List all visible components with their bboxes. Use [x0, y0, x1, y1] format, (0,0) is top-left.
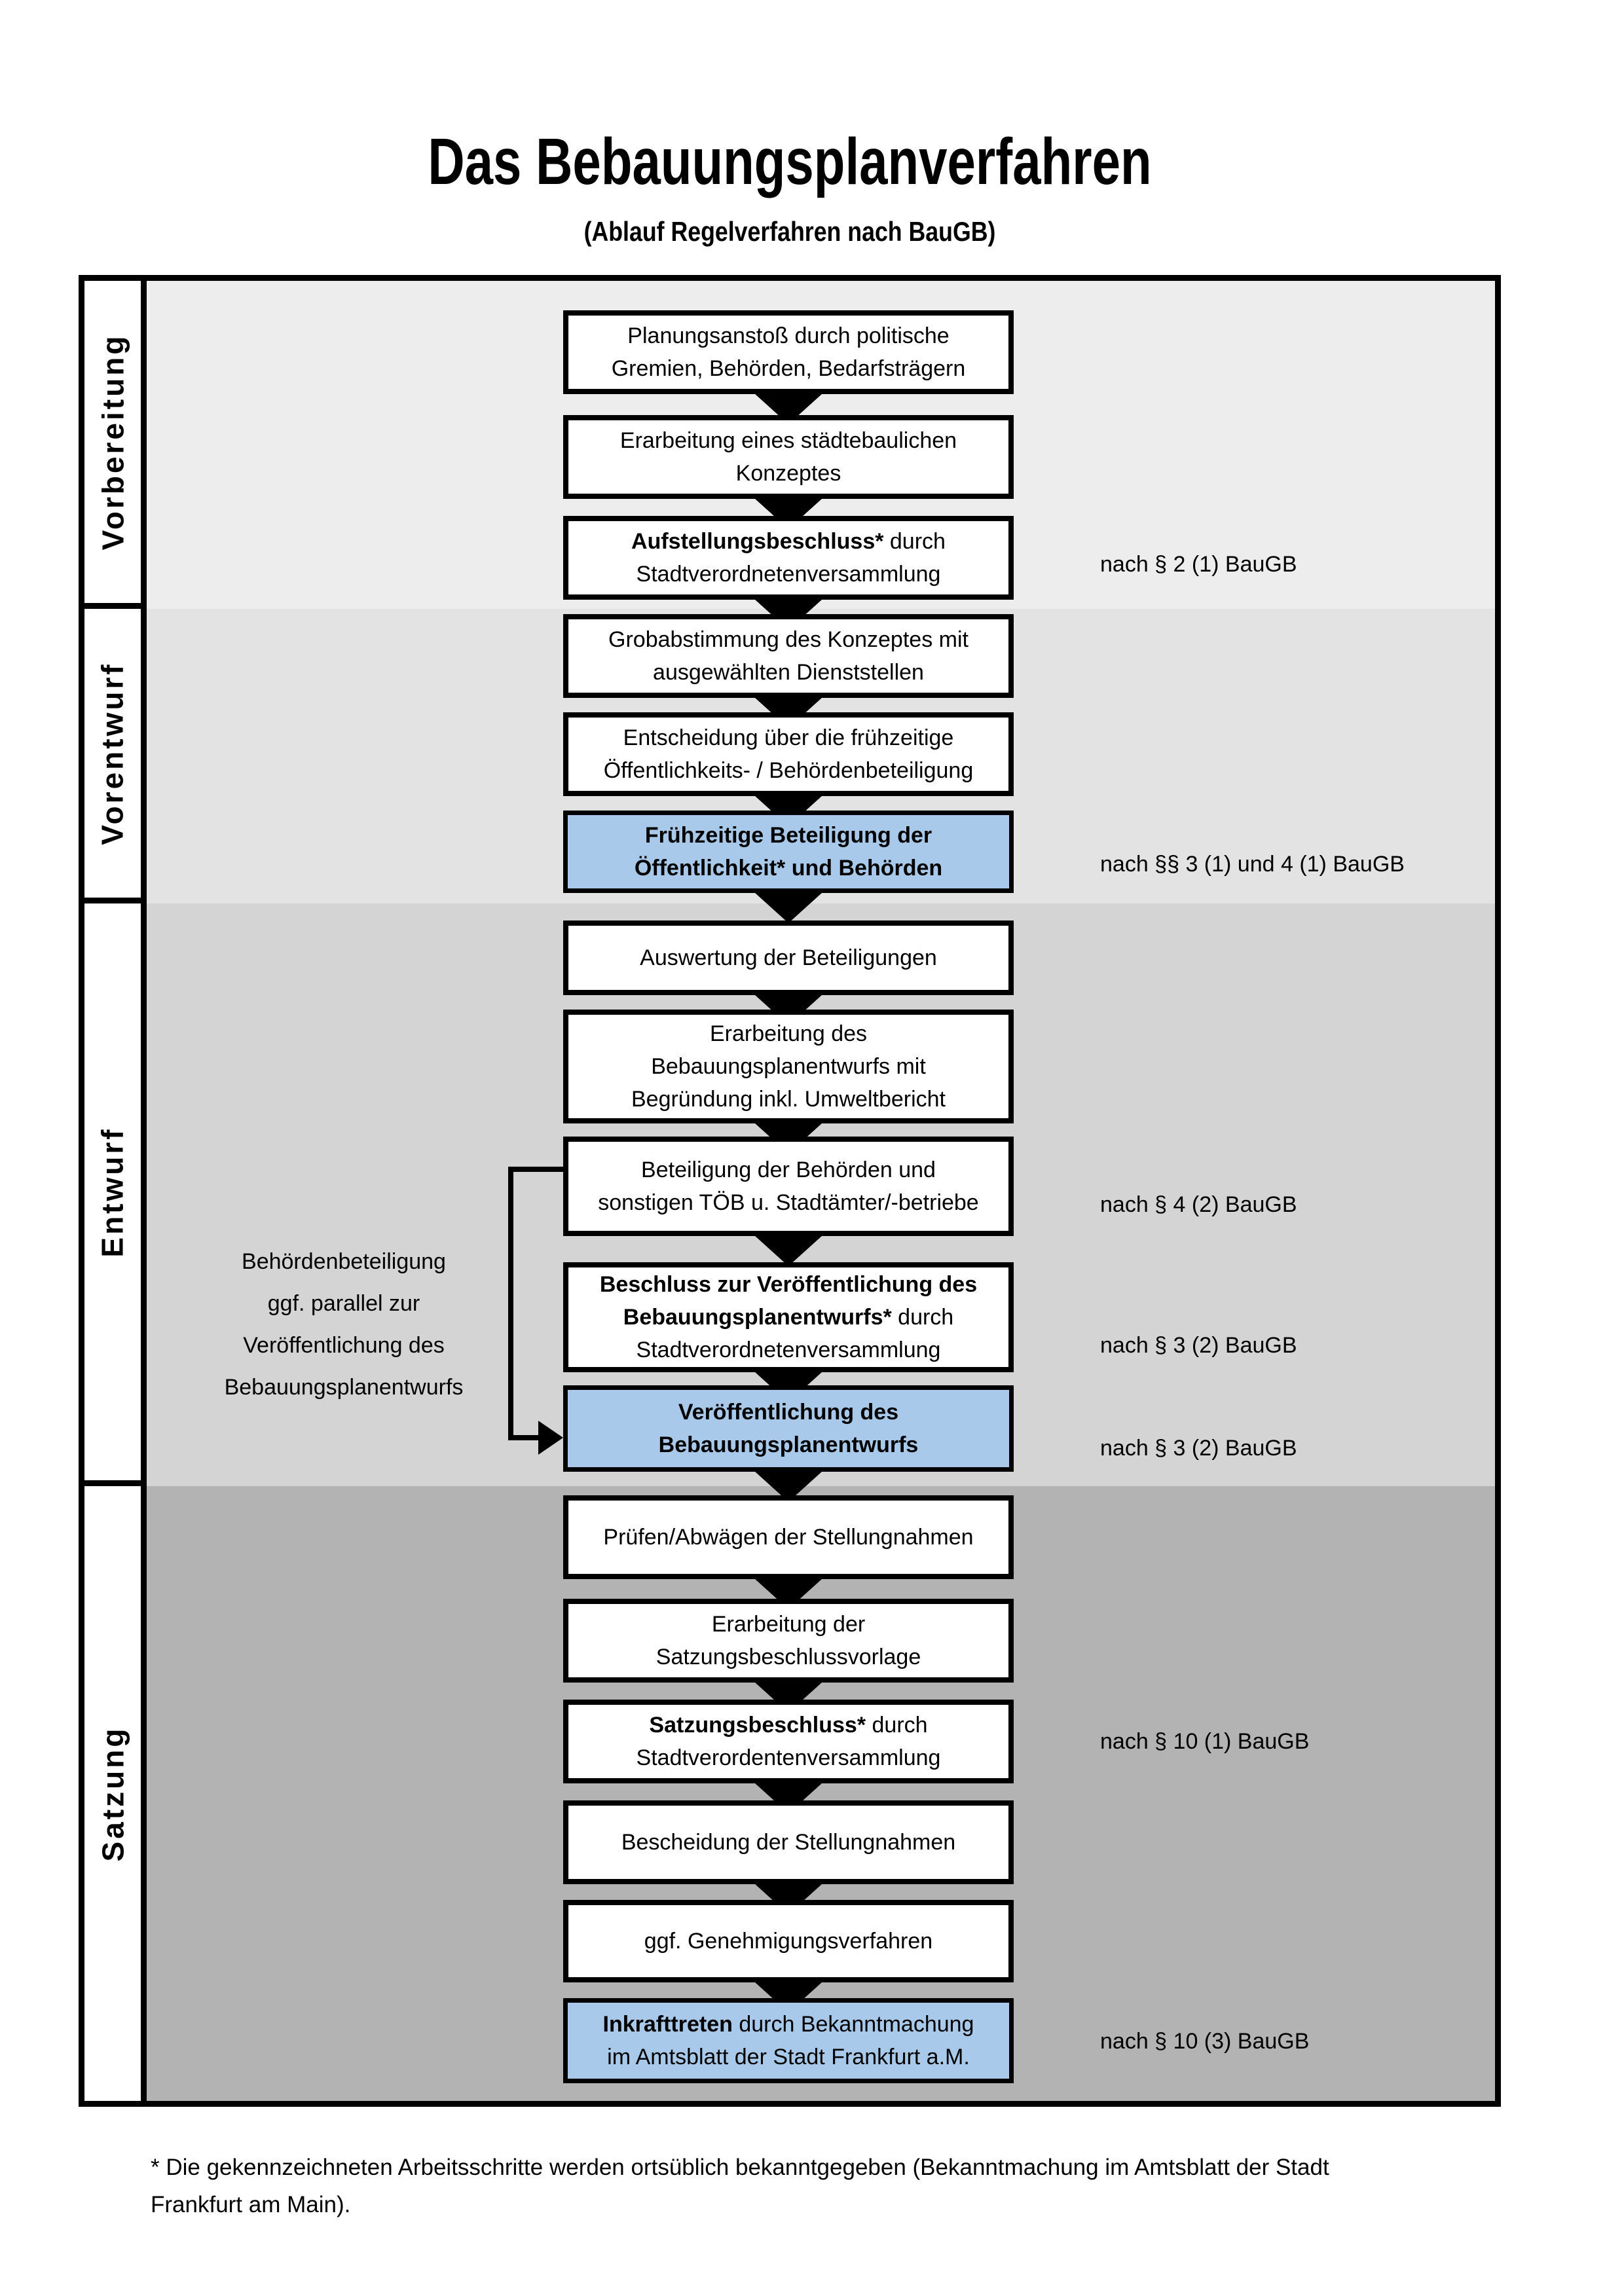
footnote-line: Frankfurt am Main).: [151, 2192, 351, 2217]
legal-annotation: nach § 10 (1) BauGB: [1100, 1729, 1310, 1754]
connector-horizontal-bottom: [508, 1435, 541, 1440]
step-line: Aufstellungsbeschluss* durch: [631, 529, 946, 554]
side-note-line: Veröffentlichung des: [243, 1333, 445, 1358]
step-line: Beschluss zur Veröffentlichung des: [599, 1272, 978, 1297]
step-line: Planungsanstoß durch politische: [627, 323, 950, 348]
step-line: Grobabstimmung des Konzeptes mit: [608, 627, 969, 652]
page-title: Das Bebauungsplanverfahren: [428, 125, 1152, 198]
side-note-line: ggf. parallel zur: [267, 1291, 420, 1316]
side-note-line: Bebauungsplanentwurfs: [224, 1375, 464, 1400]
step-line: Entscheidung über die frühzeitige: [623, 725, 954, 750]
step-line: Auswertung der Beteiligungen: [640, 945, 937, 970]
phase-label-text: Satzung: [96, 1726, 130, 1861]
step-line: sonstigen TÖB u. Stadtämter/-betriebe: [598, 1190, 979, 1215]
step-line: Stadtverordnetenversammlung: [636, 1338, 941, 1362]
step-line: Öffentlichkeit* und Behörden: [634, 856, 943, 881]
phase-label-text: Vorentwurf: [96, 661, 130, 845]
footnote-line: * Die gekennzeichneten Arbeitsschritte w…: [151, 2155, 1329, 2180]
step-line: Erarbeitung eines städtebaulichen: [619, 428, 957, 453]
step-line: im Amtsblatt der Stadt Frankfurt a.M.: [607, 2045, 970, 2069]
legal-annotation: nach § 10 (3) BauGB: [1100, 2029, 1310, 2054]
step-line: Satzungsbeschlussvorlage: [655, 1645, 921, 1669]
step-line: ausgewählten Dienststellen: [653, 660, 924, 685]
step-line: Stadtverordentenversammlung: [636, 1745, 941, 1770]
phase-label-entwurf: Entwurf: [79, 898, 147, 1486]
process-step: Grobabstimmung des Konzeptes mit ausgewäh…: [563, 614, 1014, 698]
right-arrow-icon: [538, 1421, 563, 1455]
step-line: Gremien, Behörden, Bedarfsträgern: [611, 356, 966, 381]
legal-annotation: nach § 3 (2) BauGB: [1100, 1436, 1297, 1461]
footnote: * Die gekennzeichneten Arbeitsschritte w…: [151, 2149, 1539, 2223]
step-line: Stadtverordnetenversammlung: [636, 562, 941, 587]
step-line: Konzeptes: [735, 461, 841, 486]
connector-vertical: [508, 1167, 513, 1440]
legal-annotation: nach § 3 (2) BauGB: [1100, 1333, 1297, 1358]
step-line: Erarbeitung des: [709, 1021, 868, 1046]
process-step: Prüfen/Abwägen der Stellungnahmen: [563, 1495, 1014, 1579]
legal-annotation: nach § 4 (2) BauGB: [1100, 1192, 1297, 1217]
phase-label-text: Entwurf: [96, 1126, 130, 1258]
step-line: Prüfen/Abwägen der Stellungnahmen: [603, 1525, 974, 1550]
step-line: Erarbeitung der: [711, 1612, 866, 1637]
process-step: Bescheidung der Stellungnahmen: [563, 1800, 1014, 1884]
side-note-line: Behördenbeteiligung: [242, 1249, 446, 1274]
process-step: Auswertung der Beteiligungen: [563, 920, 1014, 995]
step-line: Veröffentlichung des: [678, 1400, 899, 1425]
step-line: Bebauungsplanentwurfs mit: [651, 1054, 926, 1079]
step-line: Inkrafttreten durch Bekanntmachung: [602, 2012, 974, 2037]
step-line: ggf. Genehmigungsverfahren: [644, 1929, 933, 1954]
process-step: ggf. Genehmigungsverfahren: [563, 1900, 1014, 1982]
legal-annotation: nach §§ 3 (1) und 4 (1) BauGB: [1100, 852, 1405, 877]
step-line: Öffentlichkeits- / Behördenbeteiligung: [603, 758, 974, 783]
phase-label-vorbereitung: Vorbereitung: [79, 275, 147, 609]
step-line: Satzungsbeschluss* durch: [649, 1713, 928, 1738]
process-step-highlighted: Inkrafttreten durch Bekanntmachung im Amt…: [563, 1998, 1014, 2083]
step-line: Beteiligung der Behörden und: [641, 1157, 936, 1182]
step-line: Begründung inkl. Umweltbericht: [631, 1087, 946, 1112]
step-line: Bebauungsplanentwurfs* durch: [623, 1305, 954, 1330]
connector-horizontal-top: [508, 1167, 568, 1172]
step-line: Frühzeitige Beteiligung der: [644, 823, 932, 848]
process-step: Beteiligung der Behörden und sonstigen TÖ…: [563, 1137, 1014, 1236]
phase-label-satzung: Satzung: [79, 1480, 147, 2107]
step-line: Bescheidung der Stellungnahmen: [621, 1830, 956, 1855]
phase-label-text: Vorbereitung: [96, 333, 130, 551]
step-line: Bebauungsplanentwurfs: [658, 1432, 919, 1457]
phase-label-vorentwurf: Vorentwurf: [79, 603, 147, 903]
legal-annotation: nach § 2 (1) BauGB: [1100, 552, 1297, 577]
page-subtitle: (Ablauf Regelverfahren nach BauGB): [583, 216, 996, 247]
